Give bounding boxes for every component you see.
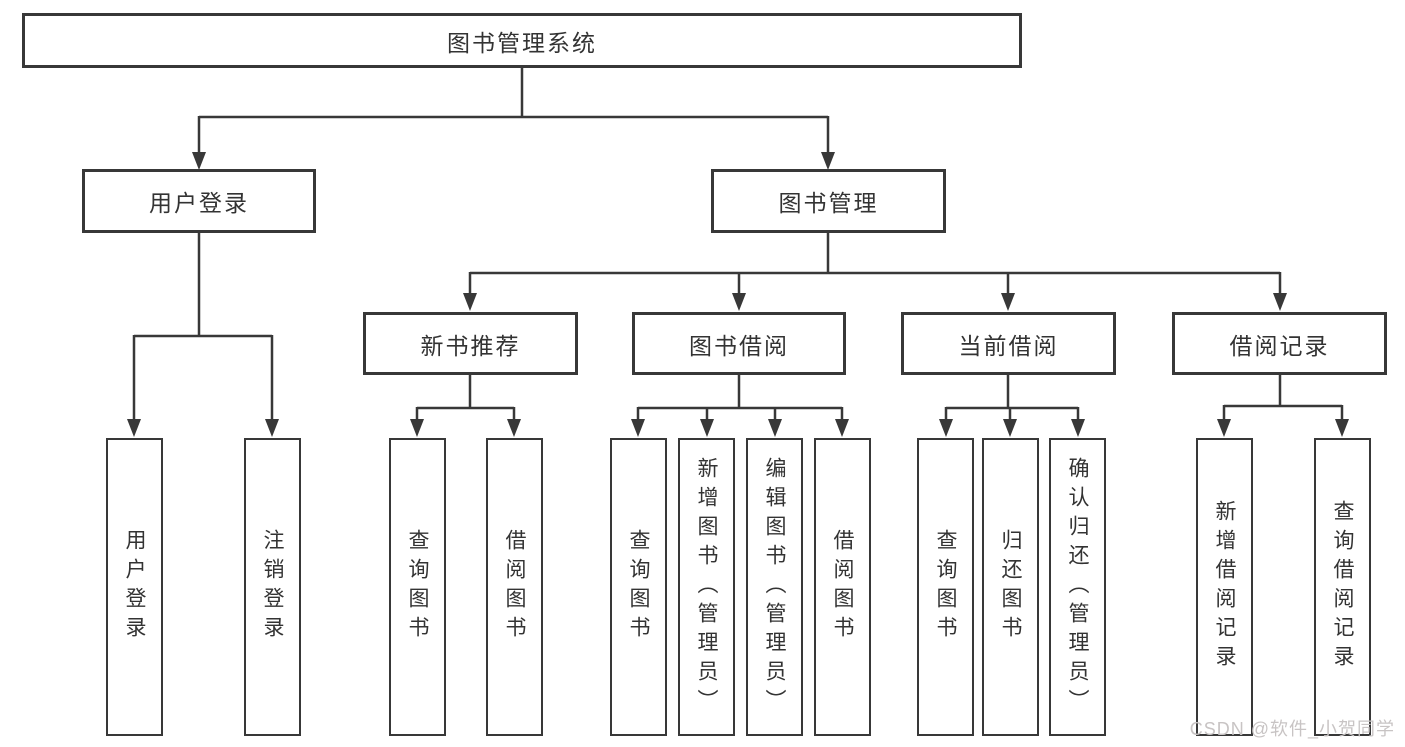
node-book-management-label: 图书管理: [778, 190, 879, 216]
leaf-user-login: 用户登录: [106, 438, 163, 736]
leaf-add-borrow-record-label: 新增借阅记录: [1213, 500, 1237, 674]
leaf-confirm-return-admin-label: 确认归还（管理员）: [1066, 456, 1090, 718]
leaf-query-books-recommend: 查询图书: [389, 438, 446, 736]
node-library-management-system: 图书管理系统: [22, 13, 1022, 68]
leaf-query-books-borrow: 查询图书: [610, 438, 667, 736]
node-user-login: 用户登录: [82, 169, 316, 233]
node-borrow-records-label: 借阅记录: [1229, 332, 1330, 359]
node-current-borrow: 当前借阅: [901, 312, 1116, 375]
leaf-query-books-current: 查询图书: [917, 438, 974, 736]
leaf-return-book-label: 归还图书: [999, 529, 1023, 645]
node-book-management: 图书管理: [711, 169, 946, 233]
node-user-login-label: 用户登录: [149, 190, 249, 216]
leaf-borrow-books-recommend-label: 借阅图书: [503, 529, 527, 645]
connector-shafts: [132, 68, 1344, 422]
leaf-confirm-return-admin: 确认归还（管理员）: [1049, 438, 1106, 736]
leaf-query-borrow-record: 查询借阅记录: [1314, 438, 1371, 736]
leaf-logout: 注销登录: [244, 438, 301, 736]
leaf-borrow-books-borrow: 借阅图书: [814, 438, 871, 736]
leaf-add-book-admin: 新增图书（管理员）: [678, 438, 735, 736]
leaf-edit-book-admin: 编辑图书（管理员）: [746, 438, 803, 736]
csdn-watermark: CSDN @软件_小贺同学: [1189, 719, 1395, 739]
leaf-borrow-books-recommend: 借阅图书: [486, 438, 543, 736]
node-book-borrow: 图书借阅: [632, 312, 846, 375]
node-borrow-records: 借阅记录: [1172, 312, 1387, 375]
leaf-edit-book-admin-label: 编辑图书（管理员）: [763, 456, 787, 718]
node-library-management-system-label: 图书管理系统: [447, 29, 597, 56]
leaf-query-borrow-record-label: 查询借阅记录: [1331, 500, 1355, 674]
node-new-book-recommend: 新书推荐: [363, 312, 578, 375]
leaf-user-login-label: 用户登录: [123, 529, 147, 645]
node-new-book-recommend-label: 新书推荐: [420, 332, 521, 359]
leaf-add-borrow-record: 新增借阅记录: [1196, 438, 1253, 736]
leaf-return-book: 归还图书: [982, 438, 1039, 736]
leaf-logout-label: 注销登录: [261, 529, 285, 645]
node-current-borrow-label: 当前借阅: [958, 332, 1059, 359]
node-book-borrow-label: 图书借阅: [689, 332, 789, 359]
leaf-query-books-current-label: 查询图书: [934, 529, 958, 645]
leaf-borrow-books-borrow-label: 借阅图书: [831, 529, 855, 645]
leaf-add-book-admin-label: 新增图书（管理员）: [695, 456, 719, 718]
arrowheads: [127, 152, 1349, 437]
leaf-query-books-recommend-label: 查询图书: [406, 529, 430, 645]
leaf-query-books-borrow-label: 查询图书: [627, 529, 651, 645]
